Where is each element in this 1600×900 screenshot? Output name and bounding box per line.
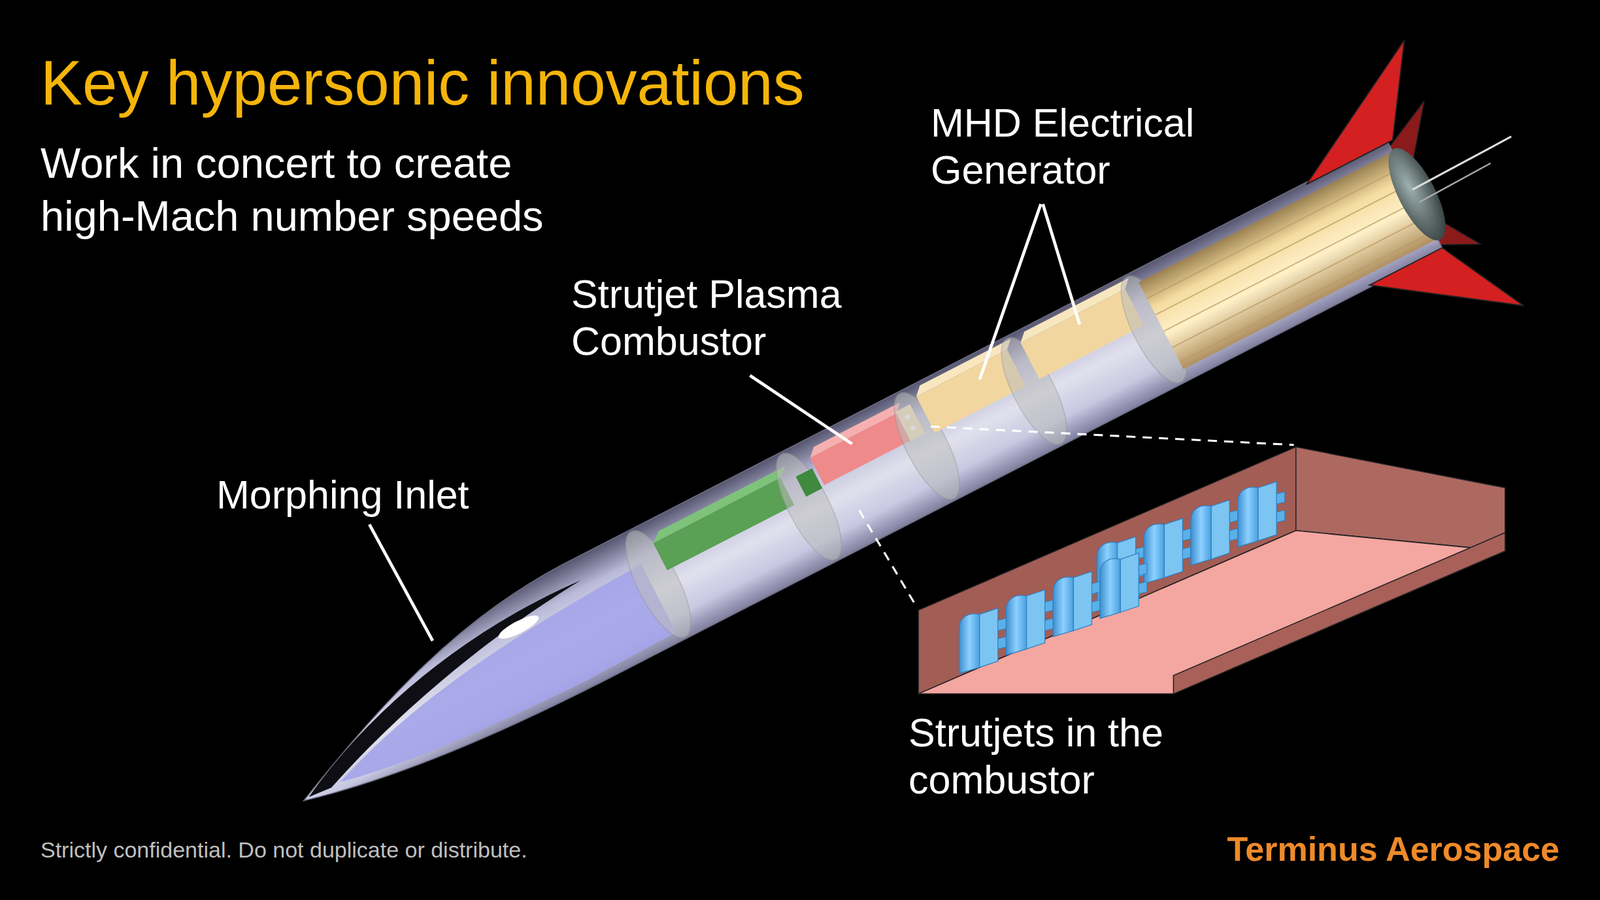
inset-dashed-line [930,426,1295,446]
strutjet [959,607,1007,674]
strutjet [1100,552,1148,619]
tank-stripe [1155,184,1410,316]
inlet-lip [277,579,614,799]
inset-dashed-line [859,510,918,609]
tank-stripe [1164,200,1419,332]
callout-label: MHD Electrical Generator [930,99,1258,194]
inset-front-lip [1173,532,1505,695]
company-logo: Terminus Aerospace [1226,829,1560,869]
tail-cap [1377,140,1457,249]
tank-stripes [1147,167,1434,363]
inset-caption: Strutjets in the combustor [908,709,1216,804]
leader-line [979,203,1042,380]
tank-stripe [1147,167,1402,299]
confidentiality-note: Strictly confidential. Do not duplicate … [40,836,528,863]
leader-line [369,524,433,641]
callout-label: Morphing Inlet [216,471,470,519]
tail-rod [1418,163,1493,203]
leader-line [750,375,853,445]
strutjet [1005,589,1053,655]
strutjet [1052,571,1100,637]
tail-rod [1411,136,1513,190]
slide-title: Key hypersonic innovations [40,47,805,119]
leader-line [1043,203,1080,325]
strutjet [1143,518,1191,584]
strutjet [1237,481,1285,548]
fuel-tank [1138,151,1438,370]
mhd-generator-top [912,338,1015,397]
tank-stripe [1179,231,1434,363]
strutjet [1190,500,1238,566]
subtitle: Work in concert to create high-Mach numb… [40,136,564,243]
combustor-inset [918,447,1506,695]
morphing-inlet [314,564,678,802]
plasma-combustor-top [806,402,904,459]
tail-fin [1369,226,1525,365]
green-module-top [649,466,790,544]
leader-lines [369,203,1294,641]
callout-label: Strutjet Plasma Combustor [571,270,885,365]
tail-fin [1267,39,1443,185]
inlet-highlight [496,611,542,644]
